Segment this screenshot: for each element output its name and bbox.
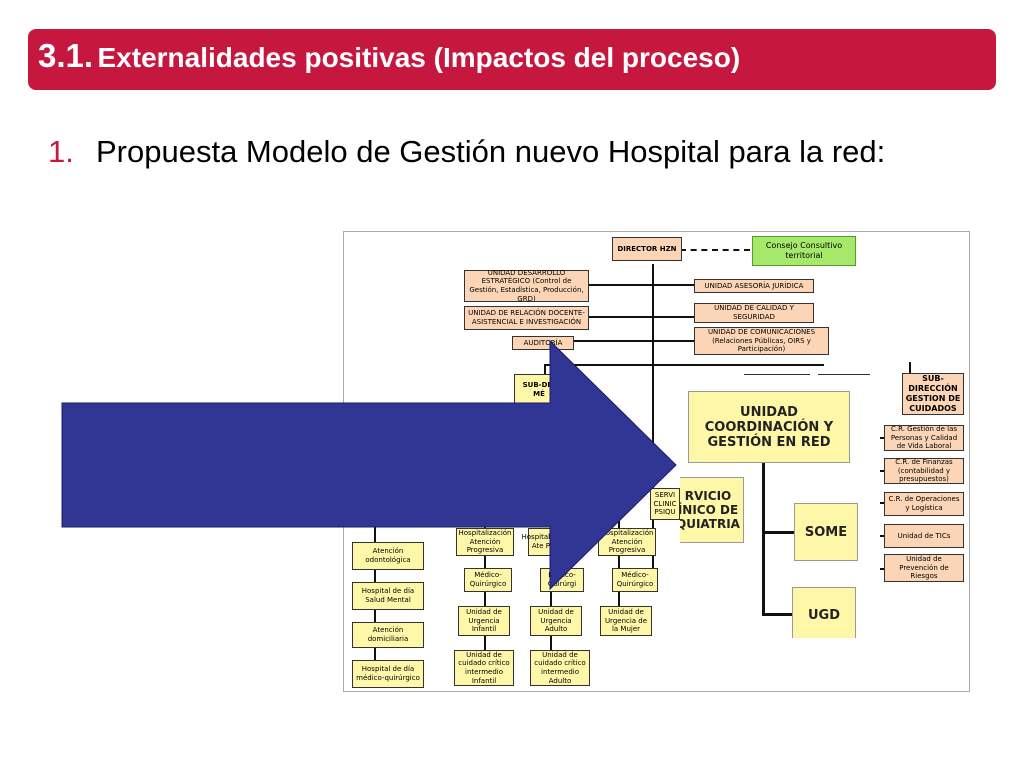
connector-line — [589, 284, 694, 286]
sub-direction-care: SUB-DIRECCIÓN GESTION DE CUIDADOS — [902, 373, 964, 415]
arrow-shape — [61, 339, 677, 591]
connector-line — [909, 362, 911, 374]
section-title: Externalidades positivas (Impactos del p… — [97, 42, 741, 73]
page-title: 3.1. Externalidades positivas (Impactos … — [38, 37, 740, 75]
col1-critical-care: Unidad de cuidado crítico intermedio Inf… — [454, 650, 514, 686]
connector-line — [544, 364, 546, 374]
connector-line — [652, 264, 654, 584]
network-coordination-unit: UNIDAD COORDINACIÓN Y GESTIÓN EN RED — [688, 391, 850, 463]
care-unit-people: C.R. Gestión de las Personas y Calidad d… — [884, 425, 964, 451]
care-unit-operations: C.R. de Operaciones y Logística — [884, 492, 964, 516]
bullet-marker: 1. — [48, 134, 74, 169]
inset-connector-line — [762, 455, 765, 615]
service-mental-day: Hospital de día Salud Mental — [352, 582, 424, 610]
psychiatry-service-zoom: RVICIO ÍNICO DE QUIATRIA — [680, 477, 744, 543]
psychiatry-service-small: SERVI CLINIC PSIQU — [650, 488, 680, 520]
col2-emergency: Unidad de Urgencia Adulto — [530, 606, 582, 636]
col1-medical-surgical: Médico-Quirúrgico — [464, 568, 512, 592]
bullet-text: Propuesta Modelo de Gestión nuevo Hospit… — [96, 134, 886, 169]
care-unit-risk: Unidad de Prevención de Riesgos — [884, 554, 964, 582]
staff-unit-audit: AUDITORÍA — [512, 336, 574, 350]
staff-unit-communications: UNIDAD DE COMUNICACIONES (Relaciones Púb… — [694, 327, 829, 355]
service-odontology: Atención odontológica — [352, 542, 424, 570]
dashed-link — [680, 249, 750, 251]
connector-line — [618, 502, 620, 622]
care-unit-finance: C.R. de Finanzas (contabilidad y presupu… — [884, 458, 964, 484]
section-number: 3.1. — [38, 37, 94, 74]
director-box: DIRECTOR HZN — [612, 237, 682, 261]
council-box: Consejo Consultivo territorial — [752, 236, 856, 266]
staff-unit-legal: UNIDAD ASESORÍA JURÍDICA — [694, 279, 814, 293]
inset-connector-line — [762, 531, 794, 534]
connector-line — [589, 316, 694, 318]
service-home-care: Atención domiciliaria — [352, 622, 424, 648]
ugd-unit: UGD — [792, 587, 856, 638]
staff-unit-strategic: UNIDAD DESARROLLO ESTRATÉGICO (Control d… — [464, 269, 589, 303]
col3-medical-surgical: Médico-Quirúrgico — [612, 568, 658, 592]
zoomed-inset: UNIDAD COORDINACIÓN Y GESTIÓN EN RED RVI… — [680, 375, 880, 638]
some-unit: SOME — [794, 503, 858, 561]
connector-line — [544, 364, 824, 366]
col2-critical-care: Unidad de cuidado crítico intermedio Adu… — [530, 650, 590, 686]
col1-hospitalization: Hospitalización Atención Progresiva — [456, 528, 514, 556]
inset-connector-line — [762, 613, 794, 616]
care-unit-tics: Unidad de TICs — [884, 524, 964, 548]
bullet-item: 1. Propuesta Modelo de Gestión nuevo Hosp… — [48, 134, 885, 170]
service-surgical-day: Hospital de día médico-quirúrgico — [352, 660, 424, 688]
col3-emergency: Unidad de Urgencia de la Mujer — [600, 606, 652, 636]
connector-line — [550, 502, 552, 682]
staff-unit-quality: UNIDAD DE CALIDAD Y SEGURIDAD — [694, 303, 814, 323]
staff-unit-teaching: UNIDAD DE RELACIÓN DOCENTE-ASISTENCIAL E… — [464, 306, 589, 330]
connector-line — [574, 340, 694, 342]
title-bar: 3.1. Externalidades positivas (Impactos … — [28, 29, 996, 90]
col1-emergency: Unidad de Urgencia Infantil — [458, 606, 510, 636]
